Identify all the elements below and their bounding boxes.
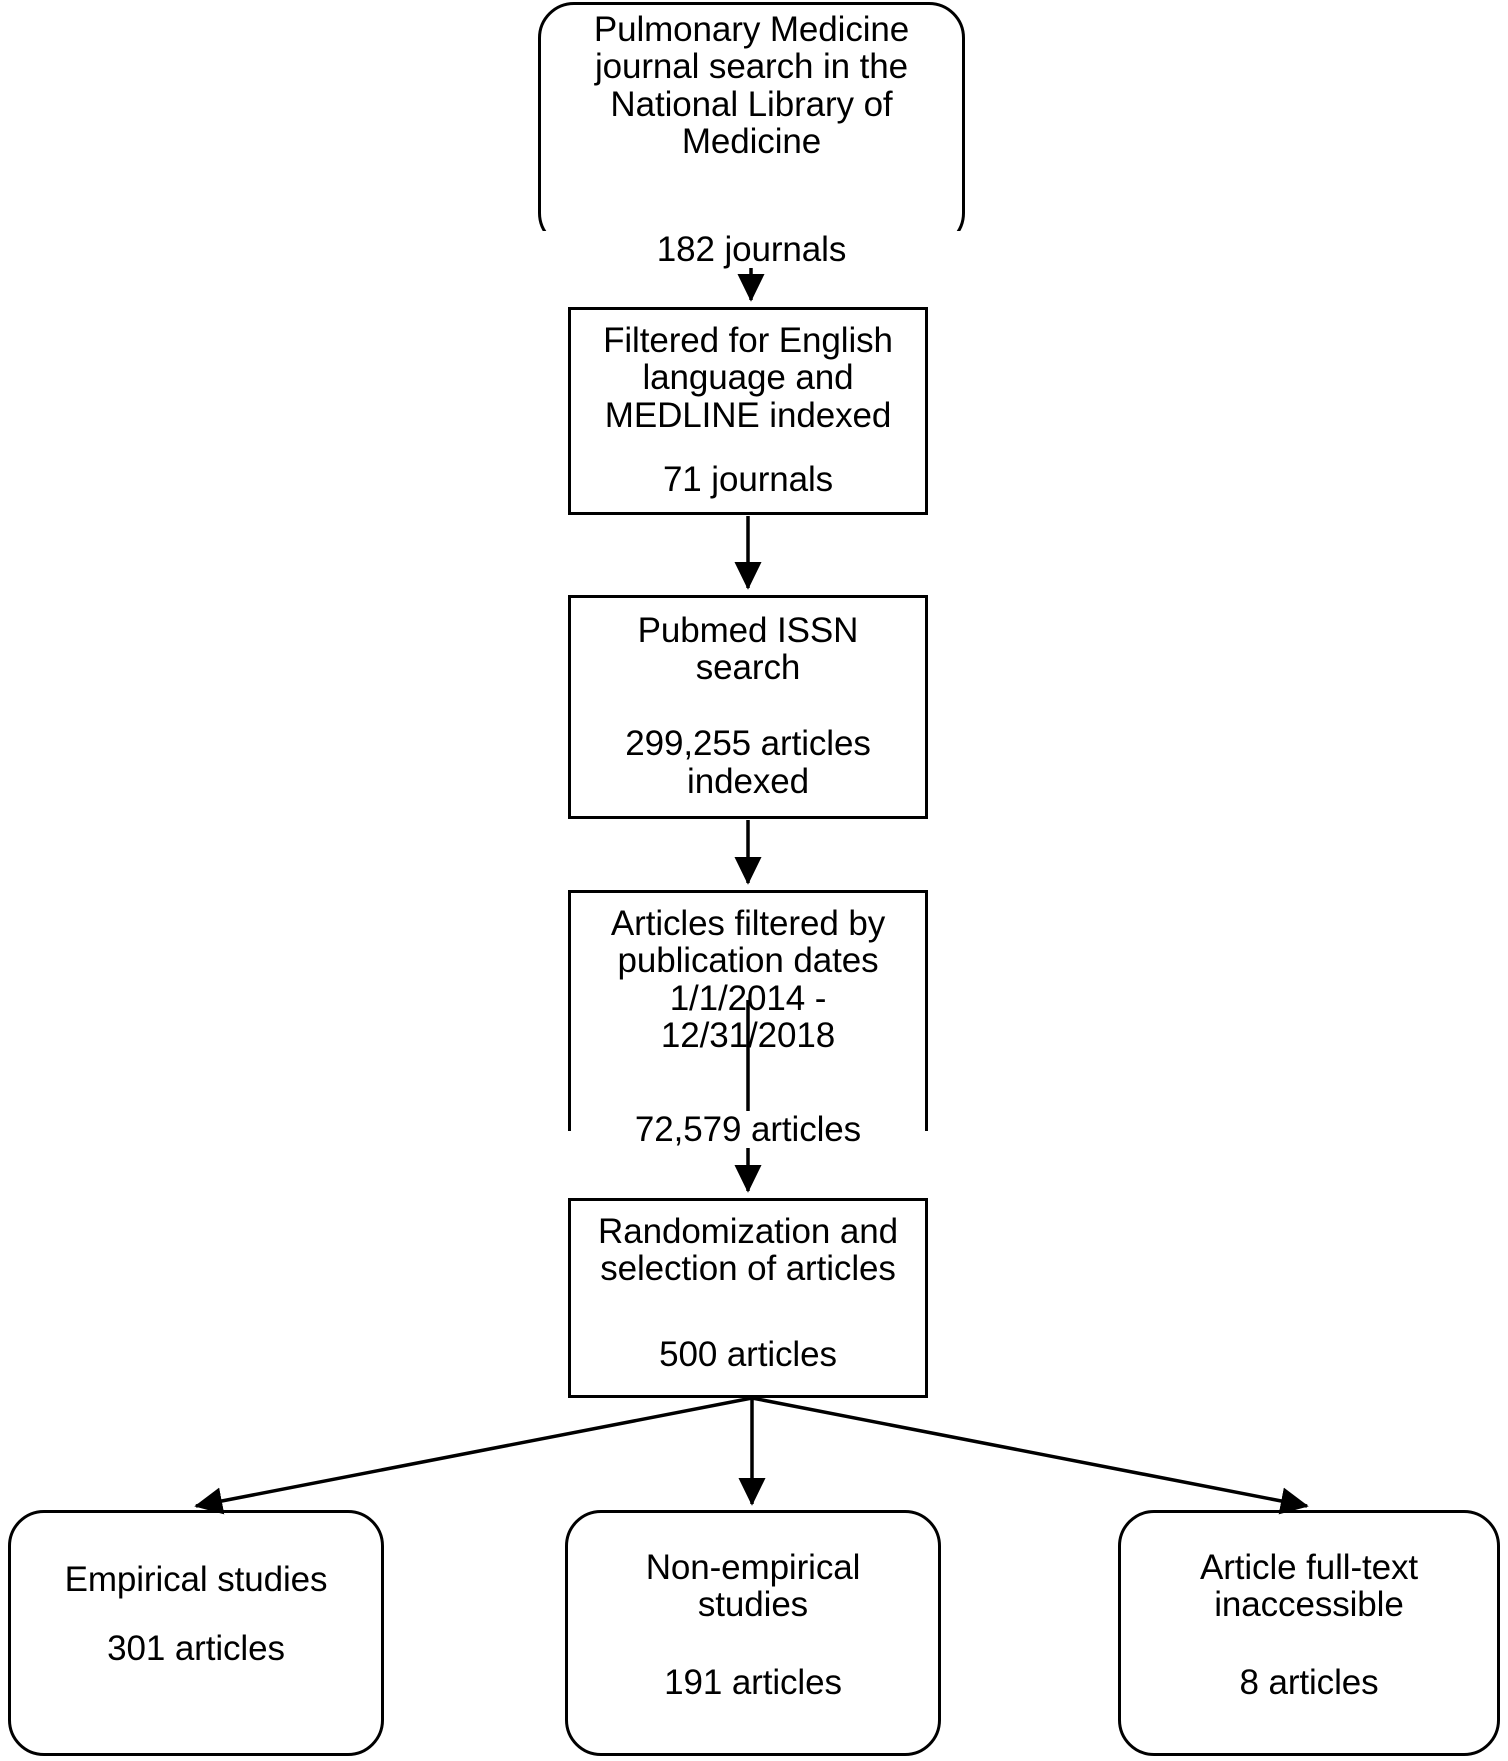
node-full-text-inaccessible-count: 8 articles xyxy=(1121,1663,1497,1701)
node-randomization-count: 500 articles xyxy=(571,1335,925,1373)
node-journal-search-title: Pulmonary Medicine journal search in the… xyxy=(593,10,910,162)
node-full-text-inaccessible: Article full-text inaccessible 8 article… xyxy=(1118,1510,1500,1756)
node-non-empirical-studies-count: 191 articles xyxy=(568,1663,938,1701)
node-issn-search-count: 299,255 articles indexed xyxy=(571,725,925,800)
edge-randomization-to-inaccessible xyxy=(751,1396,1309,1515)
node-issn-search: Pubmed ISSN search 299,255 articles inde… xyxy=(568,595,928,819)
node-empirical-studies-count: 301 articles xyxy=(11,1629,381,1667)
node-non-empirical-studies: Non-empirical studies 191 articles xyxy=(565,1510,941,1756)
node-filter-language-count: 71 journals xyxy=(571,460,925,498)
node-empirical-studies: Empirical studies 301 articles xyxy=(8,1510,384,1756)
node-issn-search-title: Pubmed ISSN search xyxy=(637,611,859,688)
edge-randomization-to-empirical xyxy=(194,1396,753,1515)
node-filter-dates-title: Articles filtered by publication dates 1… xyxy=(610,904,886,1056)
node-journal-search-count: 182 journals xyxy=(541,230,962,268)
node-full-text-inaccessible-title: Article full-text inaccessible xyxy=(1199,1548,1419,1625)
node-randomization: Randomization and selection of articles … xyxy=(568,1198,928,1398)
node-filter-dates-count: 72,579 articles xyxy=(571,1110,925,1148)
node-empirical-studies-title: Empirical studies xyxy=(64,1560,328,1599)
node-non-empirical-studies-title: Non-empirical studies xyxy=(645,1548,861,1625)
node-filter-language: Filtered for English language and MEDLIN… xyxy=(568,307,928,515)
node-journal-search: Pulmonary Medicine journal search in the… xyxy=(538,2,965,268)
node-filter-language-title: Filtered for English language and MEDLIN… xyxy=(603,321,893,435)
node-randomization-title: Randomization and selection of articles xyxy=(598,1212,898,1289)
node-filter-dates: Articles filtered by publication dates 1… xyxy=(568,890,928,1148)
